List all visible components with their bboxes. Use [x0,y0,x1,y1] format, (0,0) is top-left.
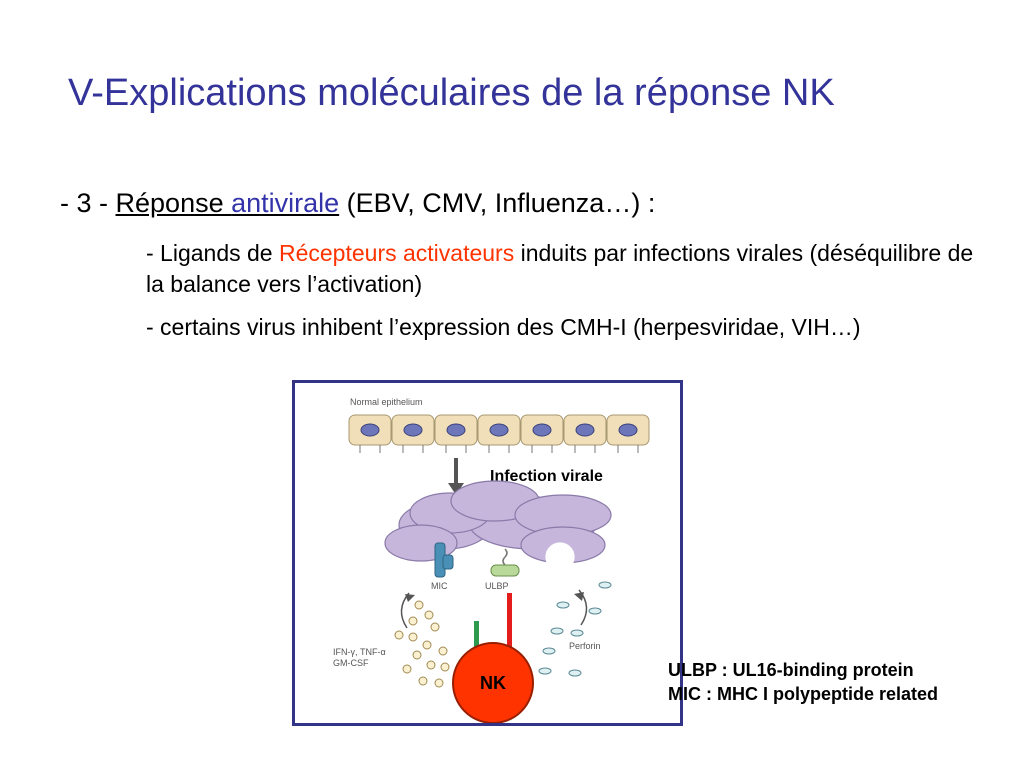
nk-cell [452,642,534,723]
infection-virale-label: Infection virale [490,468,603,485]
sub-bullet-ligands: - Ligands de Récepteurs activateurs indu… [146,238,976,300]
bullet-antiviral-response: - 3 - Réponse antivirale (EBV, CMV, Infl… [60,188,655,219]
perforin-granules [538,581,612,677]
normal-epithelium-cells [348,414,650,453]
bullet-word-antivirale: antivirale [231,188,340,218]
legend-mic: MIC : MHC I polypeptide related [668,684,939,704]
cytokines-label-line1: IFN-γ, TNF-α [333,647,386,657]
abbreviation-legend: ULBP : UL16-binding protein MIC : MHC I … [668,658,938,706]
nk-receptor-red [507,593,512,657]
cytokine-granules [394,600,450,688]
infection-arrow [448,458,464,495]
nk-label: NK [480,673,506,693]
mic-label: MIC [431,581,448,591]
ulbp-label: ULBP [485,581,509,591]
sub1-part2: induits par infections virales (déséquil… [146,240,974,297]
mic-molecule [434,542,454,578]
sub1-highlight: Récepteurs activateurs [278,240,515,266]
ulbp-molecule [490,548,520,577]
normal-epithelium-label: Normal epithelium [350,397,423,407]
slide-title: V-Explications moléculaires de la répons… [68,72,835,114]
sub-bullet-mhc-inhibition: - certains virus inhibent l’expression d… [146,314,861,340]
cytokines-label-line2: GM-CSF [333,658,369,668]
nk-receptor-green [474,621,479,657]
nk-antiviral-figure: Normal epithelium [292,380,683,726]
bullet-suffix: (EBV, CMV, Influenza…) : [339,188,656,218]
figure-illustration: Normal epithelium [333,397,650,723]
sub1-part1: - Ligands de [146,240,279,266]
legend-ulbp: ULBP : UL16-binding protein [668,660,914,680]
bullet-prefix: - 3 - [60,188,116,218]
infected-cells [384,480,612,572]
perforin-label: Perforin [569,641,601,651]
bullet-word-reponse: Réponse antivirale [115,188,340,218]
